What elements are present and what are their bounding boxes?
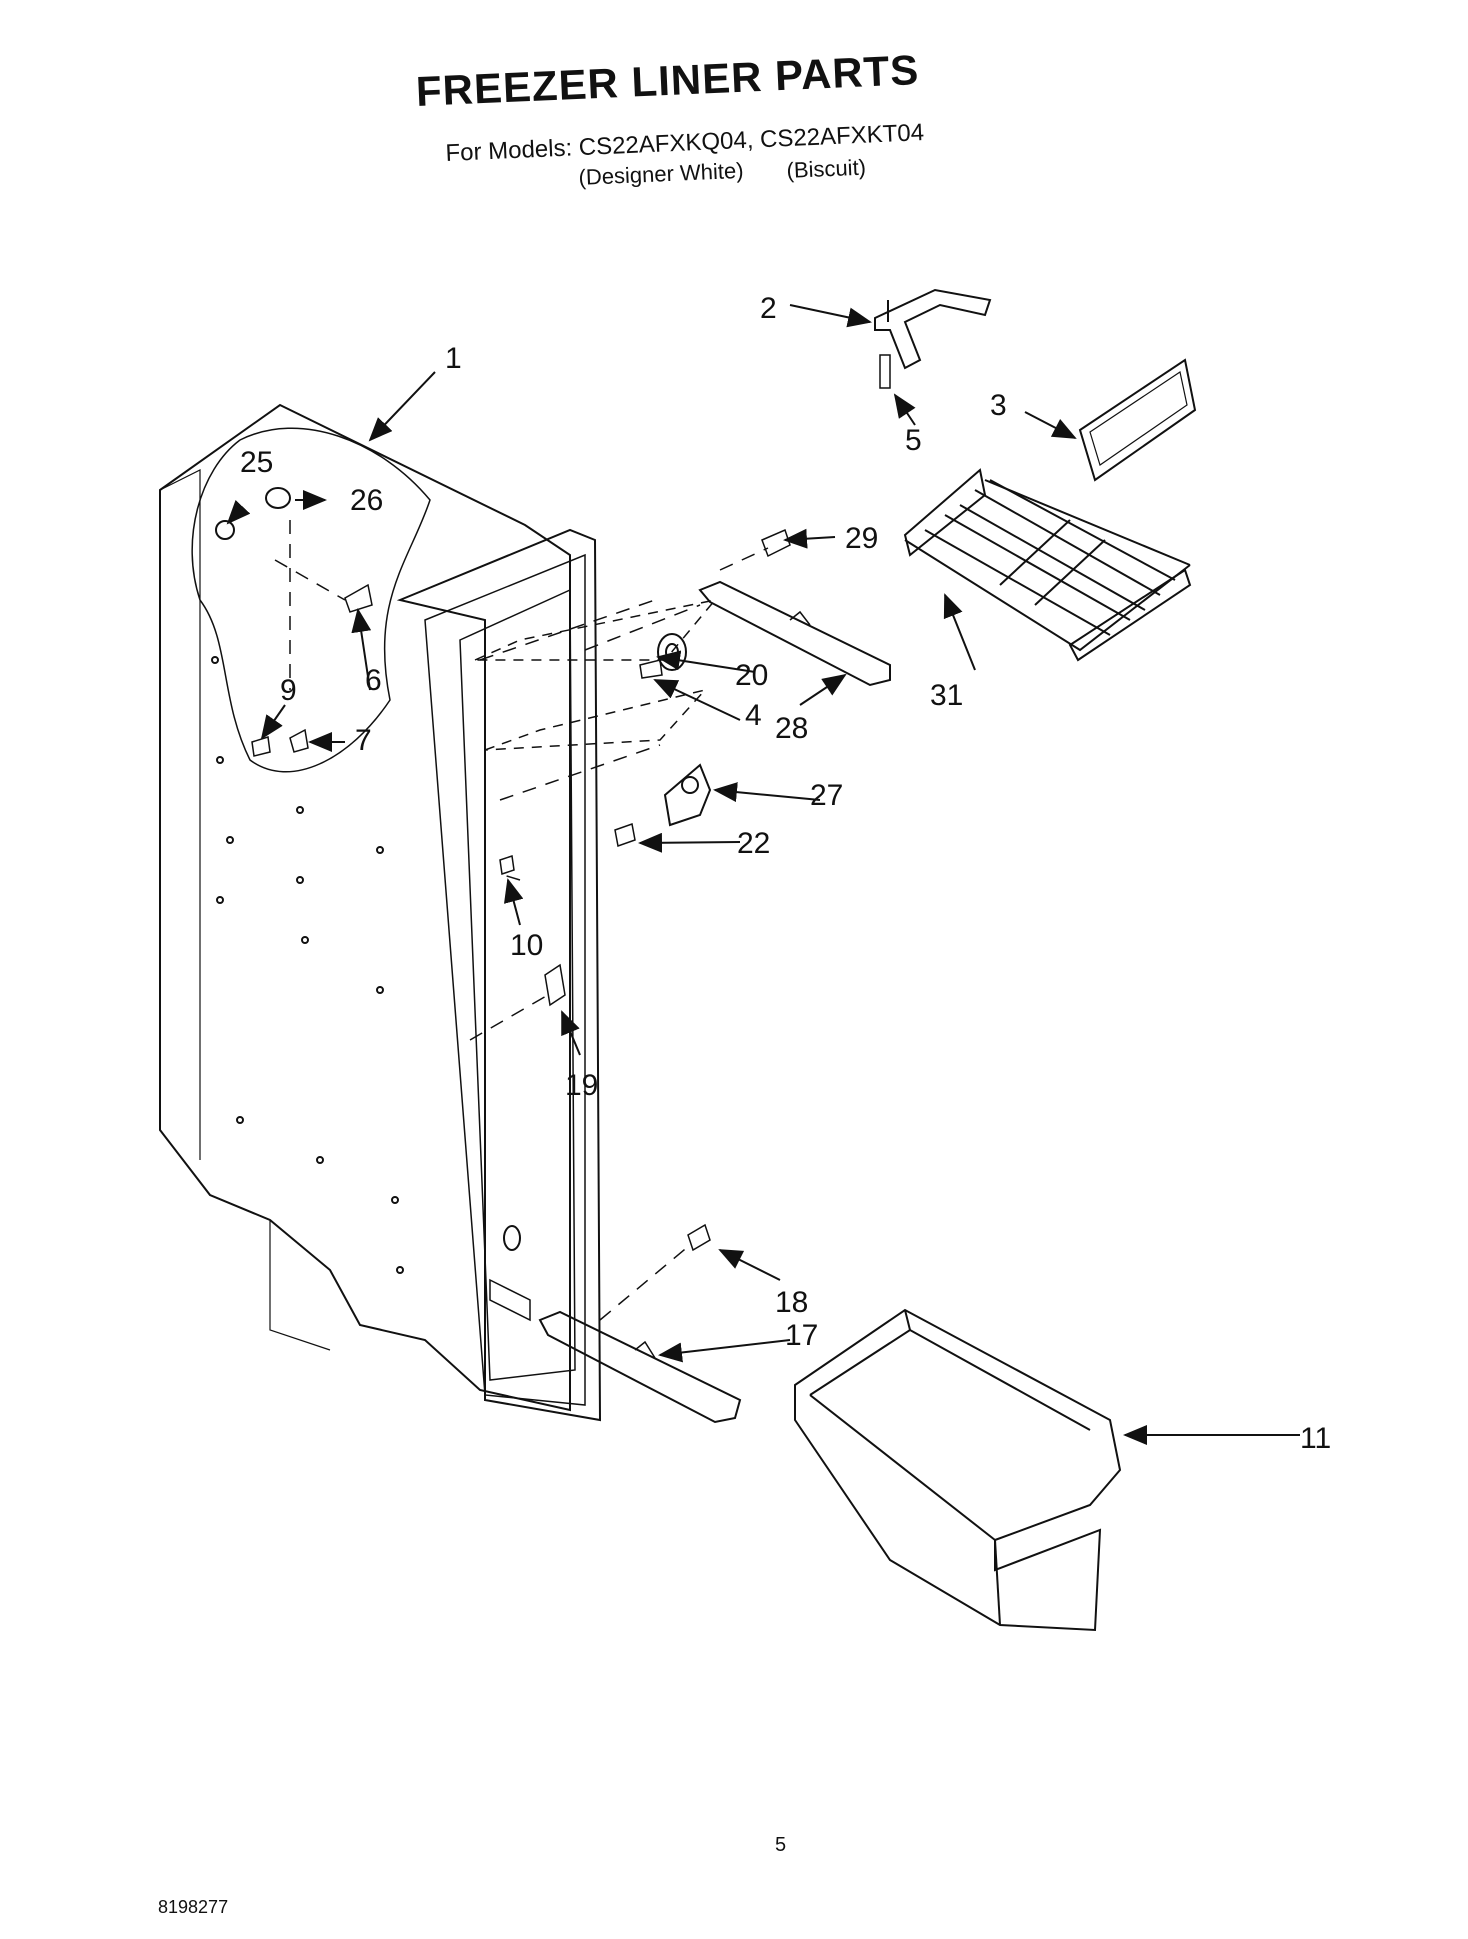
part-10	[499, 855, 515, 875]
rail-part-17	[538, 1310, 742, 1424]
callout-25: 25	[240, 446, 273, 479]
screw-part-22	[614, 823, 636, 847]
document-number: 8198277	[158, 1897, 229, 1917]
callout-19: 19	[565, 1069, 598, 1102]
screw-part-9	[251, 736, 271, 757]
freezer-liner-part	[159, 403, 602, 1422]
screw-part-4	[639, 659, 663, 679]
callout-18: 18	[775, 1286, 808, 1319]
screw-part-18	[687, 1223, 711, 1252]
shelf-part-31	[903, 468, 1192, 662]
callout-26: 26	[350, 484, 383, 517]
part-27	[663, 763, 712, 827]
callout-2: 2	[760, 292, 777, 325]
rail-part-28	[698, 580, 891, 687]
part-7	[289, 728, 309, 753]
callout-3: 3	[990, 389, 1007, 422]
callout-11: 11	[1300, 1422, 1331, 1455]
callout-22: 22	[737, 827, 770, 860]
callout-29: 29	[845, 522, 878, 555]
callout-6: 6	[365, 664, 382, 697]
callout-17: 17	[785, 1319, 818, 1352]
callout-1: 1	[445, 342, 462, 375]
screw-part-29	[761, 528, 791, 558]
callout-7: 7	[355, 724, 372, 757]
callout-27: 27	[810, 779, 843, 812]
callout-5: 5	[905, 424, 922, 457]
callout-31: 31	[930, 679, 963, 712]
alignment-lines	[274, 520, 769, 1321]
screw-part-5	[879, 354, 891, 389]
panel-part-3	[1078, 358, 1197, 482]
callout-10: 10	[510, 929, 543, 962]
part-19	[544, 963, 566, 1007]
bracket-part-2	[874, 288, 992, 370]
bulb-part-25	[215, 520, 235, 540]
callout-28: 28	[775, 712, 808, 745]
page-number: 5	[775, 1834, 787, 1856]
callout-20: 20	[735, 659, 768, 692]
socket-part-26	[265, 487, 291, 509]
part-6	[344, 583, 373, 613]
callout-4: 4	[745, 699, 762, 732]
leader-arrows	[226, 304, 1300, 1445]
callout-9: 9	[280, 674, 297, 707]
bin-part-11	[794, 1308, 1122, 1632]
